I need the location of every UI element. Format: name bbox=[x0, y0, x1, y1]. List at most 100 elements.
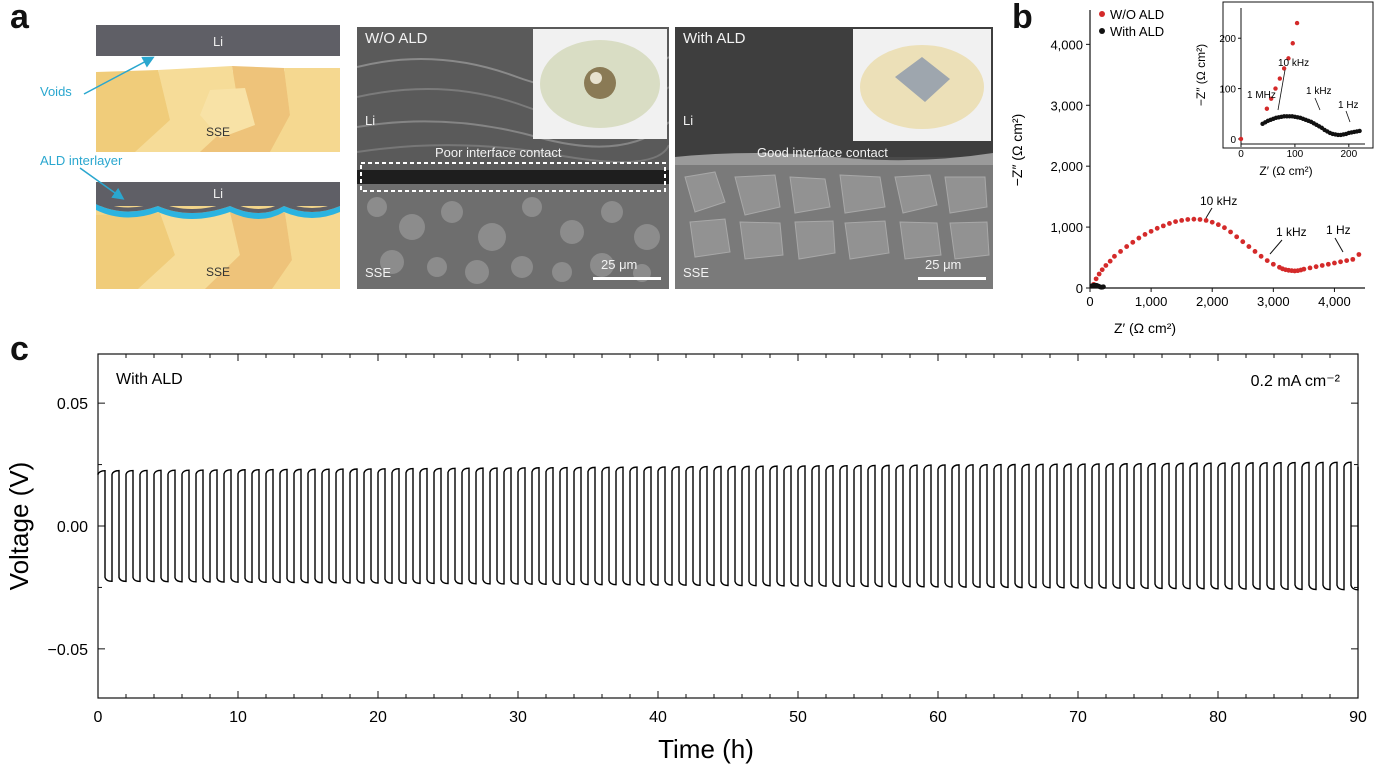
inset-ytick-label: 100 bbox=[1219, 85, 1236, 96]
eis-point bbox=[1252, 249, 1258, 254]
voltage-xtick-label: 80 bbox=[1209, 709, 1227, 726]
eis-xtick-label: 3,000 bbox=[1257, 294, 1290, 309]
voltage-xtick-label: 40 bbox=[649, 709, 667, 726]
voltage-trace bbox=[97, 461, 1359, 591]
eis-point bbox=[1191, 216, 1197, 222]
schematic-bottom: Li SSE ALD interlayer bbox=[40, 153, 340, 289]
voltage-xlabel: Time (h) bbox=[658, 734, 754, 764]
eis-point bbox=[1215, 222, 1221, 228]
eis-series-wo-ald bbox=[1091, 216, 1362, 287]
sem-image-with-ald: With ALD Li Good interface contact SSE 2… bbox=[675, 27, 993, 289]
inset-series-wo-ald bbox=[1238, 20, 1300, 142]
inset-point bbox=[1264, 106, 1270, 111]
inset-point bbox=[1268, 96, 1274, 101]
eis-point bbox=[1319, 263, 1325, 268]
inset-point bbox=[1286, 56, 1291, 61]
sem-right-title: With ALD bbox=[683, 30, 746, 47]
anno-10khz: 10 kHz bbox=[1200, 194, 1237, 208]
eis-ytick-label: 3,000 bbox=[1050, 98, 1083, 113]
eis-point bbox=[1148, 228, 1154, 234]
eis-ytick-label: 4,000 bbox=[1050, 37, 1083, 52]
sem-right-interface: Good interface contact bbox=[757, 145, 888, 160]
anno-1khz: 1 kHz bbox=[1276, 225, 1307, 239]
inset-point bbox=[1290, 41, 1295, 46]
sem-right-sse: SSE bbox=[683, 265, 710, 280]
eis-point bbox=[1099, 267, 1105, 273]
eis-axes bbox=[1089, 10, 1365, 289]
inset-point bbox=[1277, 76, 1283, 81]
eis-point bbox=[1209, 219, 1215, 225]
eis-point bbox=[1350, 256, 1356, 262]
schematic-top-li: Li bbox=[213, 34, 223, 49]
eis-point bbox=[1246, 244, 1252, 249]
voltage-xtick-label: 50 bbox=[789, 709, 807, 726]
voids-callout: Voids bbox=[40, 84, 72, 99]
sem-left-scale: 25 μm bbox=[601, 257, 638, 272]
inset-anno-1mhz: 1 MHz bbox=[1247, 90, 1276, 101]
eis-point bbox=[1103, 263, 1109, 268]
eis-point bbox=[1107, 258, 1113, 264]
ald-interlayer bbox=[96, 204, 340, 219]
voltage-xtick-label: 20 bbox=[369, 709, 387, 726]
eis-point bbox=[1258, 253, 1264, 259]
eis-point bbox=[1142, 232, 1148, 237]
ald-callout: ALD interlayer bbox=[40, 153, 123, 168]
voltage-xtick-label: 0 bbox=[94, 709, 103, 726]
voltage-ylabel: Voltage (V) bbox=[4, 462, 34, 591]
eis-point bbox=[1173, 219, 1178, 225]
eis-point bbox=[1093, 276, 1099, 282]
schematic-top: Li SSE Voids bbox=[40, 25, 340, 152]
eis-point bbox=[1301, 266, 1307, 272]
inset-ytick-label: 0 bbox=[1230, 135, 1236, 146]
eis-xtick-label: 0 bbox=[1086, 294, 1093, 309]
panel-label-b: b bbox=[1012, 0, 1033, 36]
schematic-bottom-sse: SSE bbox=[206, 265, 230, 279]
inset-xtick-label: 100 bbox=[1287, 149, 1304, 160]
eis-chart: 001,0001,0002,0002,0003,0003,0004,0004,0… bbox=[1010, 1, 1374, 336]
inset-point bbox=[1273, 86, 1278, 91]
legend-label-with-ald: With ALD bbox=[1110, 24, 1164, 39]
sem-left-title: W/O ALD bbox=[365, 30, 428, 47]
eis-series-with-ald bbox=[1089, 282, 1106, 290]
inset-anno-1hz: 1 Hz bbox=[1338, 100, 1359, 111]
voltage-xtick-label: 60 bbox=[929, 709, 947, 726]
eis-point bbox=[1228, 229, 1233, 235]
eis-point bbox=[1240, 239, 1246, 245]
eis-point bbox=[1096, 271, 1102, 277]
inset-xlabel: Z′ (Ω cm²) bbox=[1259, 164, 1312, 178]
voltage-xtick-label: 10 bbox=[229, 709, 247, 726]
eis-point bbox=[1325, 261, 1331, 267]
eis-point bbox=[1356, 252, 1362, 257]
inset-point bbox=[1357, 128, 1362, 134]
eis-point bbox=[1344, 258, 1350, 263]
inset-series-with-ald bbox=[1260, 114, 1362, 138]
panel-label-a: a bbox=[10, 0, 29, 36]
voltage-xtick-label: 30 bbox=[509, 709, 527, 726]
eis-point bbox=[1112, 253, 1117, 259]
eis-inset-frame bbox=[1222, 1, 1374, 149]
sem-left-sse: SSE bbox=[365, 265, 392, 280]
eis-point bbox=[1167, 221, 1172, 226]
schematic-top-sse: SSE bbox=[206, 125, 230, 139]
voltage-ytick-label: −0.05 bbox=[48, 642, 89, 659]
inset-anno-1khz: 1 kHz bbox=[1306, 86, 1332, 97]
inset-xtick-label: 0 bbox=[1238, 149, 1244, 160]
inset-point bbox=[1281, 66, 1287, 71]
eis-point bbox=[1234, 234, 1240, 240]
eis-point bbox=[1124, 244, 1130, 249]
voltage-anno-with-ald: With ALD bbox=[116, 371, 183, 388]
sem-left-li: Li bbox=[365, 113, 376, 128]
legend-marker-wo-ald bbox=[1099, 11, 1105, 17]
voltage-xtick-label: 90 bbox=[1349, 709, 1367, 726]
eis-point bbox=[1160, 223, 1166, 229]
inset-ytick-label: 200 bbox=[1219, 34, 1236, 45]
voltage-ytick-label: 0.05 bbox=[57, 396, 88, 413]
sem-right-li: Li bbox=[683, 113, 694, 128]
eis-point bbox=[1222, 225, 1227, 231]
sem-left-interface: Poor interface contact bbox=[435, 145, 562, 160]
voltage-ytick-label: 0.00 bbox=[57, 519, 88, 536]
li-layer-bottom bbox=[96, 182, 340, 206]
eis-point bbox=[1332, 260, 1337, 266]
ald-arrow bbox=[79, 167, 125, 200]
eis-ylabel: −Z″ (Ω cm²) bbox=[1010, 114, 1025, 187]
